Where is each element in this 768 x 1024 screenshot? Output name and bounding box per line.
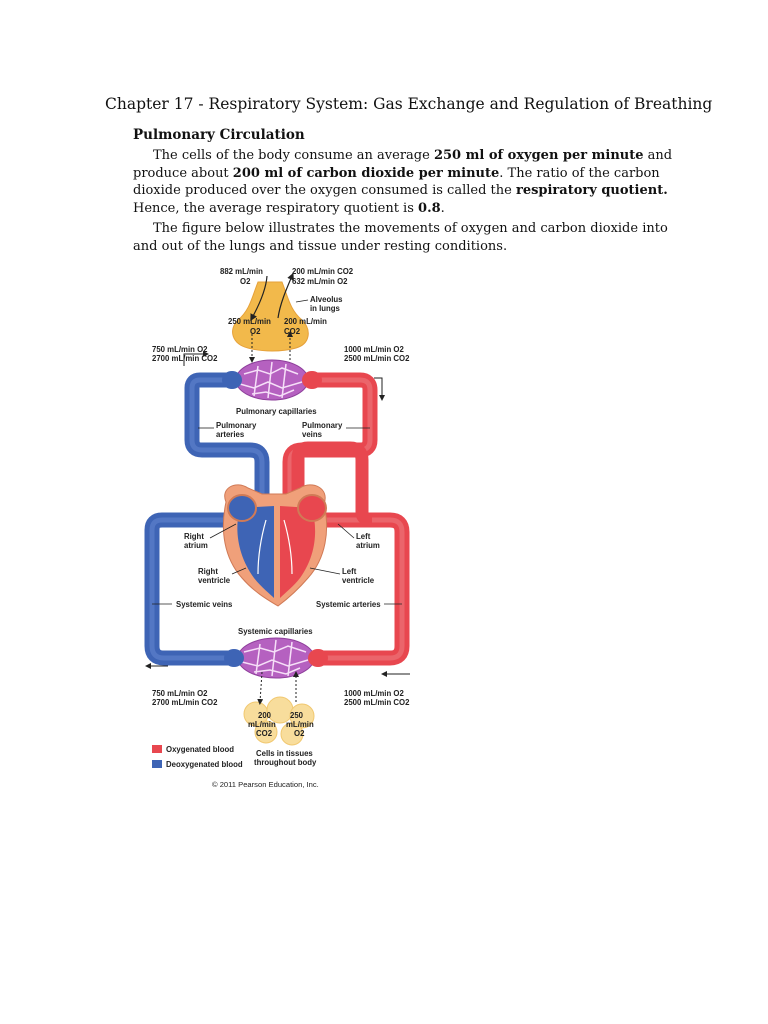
label-alv-o2-value: 250 mL/min — [228, 317, 271, 326]
label-pulmonary-arteries-1: Pulmonary — [216, 421, 257, 430]
label-alv-co2-value: 200 mL/min — [284, 317, 327, 326]
legend-oxygenated-swatch — [152, 745, 162, 753]
label-left-atrium-2: atrium — [356, 541, 380, 550]
label-pulmonary-veins-2: veins — [302, 430, 323, 439]
paragraph-2: The figure below illustrates the movemen… — [133, 220, 678, 255]
label-alv-co2-gas: CO2 — [284, 327, 301, 336]
circulation-diagram: 882 mL/min O2 200 mL/min CO2 632 mL/min … — [140, 262, 430, 792]
legend-deoxygenated-swatch — [152, 760, 162, 768]
label-pulmonary-capillaries: Pulmonary capillaries — [236, 407, 317, 416]
label-pulm-left-co2: 2700 mL/min CO2 — [152, 354, 218, 363]
label-pulmonary-veins-1: Pulmonary — [302, 421, 343, 430]
legend-oxygenated-label: Oxygenated blood — [166, 745, 234, 754]
label-alveolus-1: Alveolus — [310, 295, 343, 304]
label-sys-right-co2: 2500 mL/min CO2 — [344, 698, 410, 707]
label-sys-right-o2: 1000 mL/min O2 — [344, 689, 404, 698]
label-systemic-arteries: Systemic arteries — [316, 600, 381, 609]
label-alveolus-2: in lungs — [310, 304, 341, 313]
chapter-title: Chapter 17 - Respiratory System: Gas Exc… — [105, 95, 705, 113]
label-right-ventricle-2: ventricle — [198, 576, 231, 585]
label-tissue-o2-2: mL/min — [286, 720, 314, 729]
label-tissue-co2-3: CO2 — [256, 729, 273, 738]
section-title: Pulmonary Circulation — [133, 127, 305, 143]
label-top-right-o2: 632 mL/min O2 — [292, 277, 348, 286]
legend-deoxygenated-label: Deoxygenated blood — [166, 760, 243, 769]
copyright: © 2011 Pearson Education, Inc. — [212, 780, 319, 789]
label-left-atrium-1: Left — [356, 532, 371, 541]
label-left-ventricle-1: Left — [342, 567, 357, 576]
label-tissue-co2-2: mL/min — [248, 720, 276, 729]
label-cells-2: throughout body — [254, 758, 317, 767]
label-top-left-in: 882 mL/min — [220, 267, 263, 276]
label-pulm-left-o2: 750 mL/min O2 — [152, 345, 208, 354]
circulation-figure: 882 mL/min O2 200 mL/min CO2 632 mL/min … — [140, 262, 430, 792]
label-left-ventricle-2: ventricle — [342, 576, 375, 585]
label-pulm-right-co2: 2500 mL/min CO2 — [344, 354, 410, 363]
label-systemic-capillaries: Systemic capillaries — [238, 627, 313, 636]
label-sys-left-o2: 750 mL/min O2 — [152, 689, 208, 698]
label-right-atrium-1: Right — [184, 532, 204, 541]
label-tissue-o2-3: O2 — [294, 729, 305, 738]
label-tissue-co2-1: 200 — [258, 711, 272, 720]
label-systemic-veins: Systemic veins — [176, 600, 233, 609]
label-right-ventricle-1: Right — [198, 567, 218, 576]
label-tissue-o2-1: 250 — [290, 711, 304, 720]
label-top-right-co2: 200 mL/min CO2 — [292, 267, 354, 276]
label-pulm-right-o2: 1000 mL/min O2 — [344, 345, 404, 354]
label-right-atrium-2: atrium — [184, 541, 208, 550]
label-top-left-gas: O2 — [240, 277, 251, 286]
label-sys-left-co2: 2700 mL/min CO2 — [152, 698, 218, 707]
label-pulmonary-arteries-2: arteries — [216, 430, 245, 439]
label-alv-o2-gas: O2 — [250, 327, 261, 336]
label-cells-1: Cells in tissues — [256, 749, 313, 758]
paragraph-1: The cells of the body consume an average… — [133, 147, 678, 217]
